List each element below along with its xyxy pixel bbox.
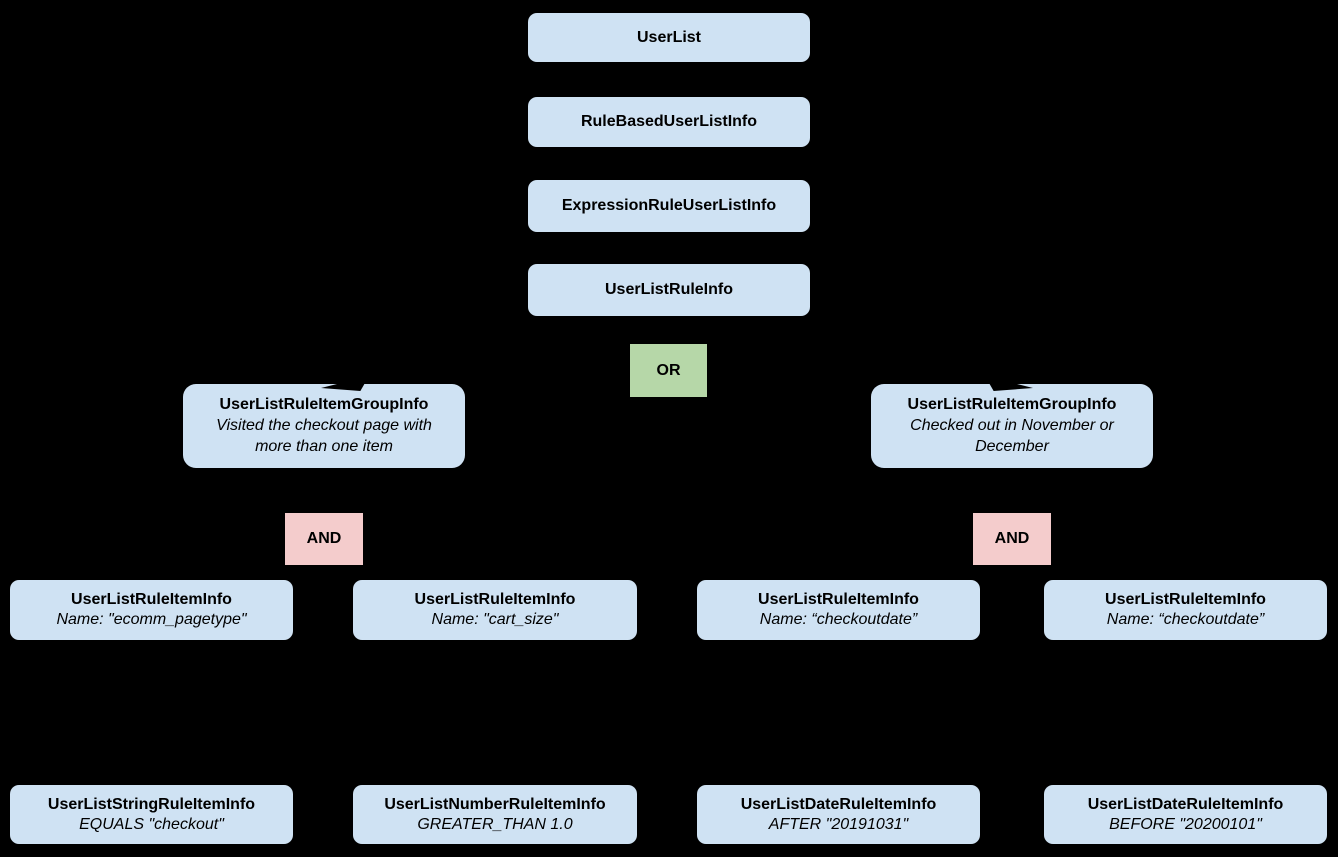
node-subtitle: Name: “checkoutdate” [1106,611,1265,628]
node-title: UserListRuleItemGroupInfo [219,396,429,413]
node-title: UserListDateRuleItemInfo [1087,795,1284,813]
node-title: UserListDateRuleItemInfo [740,795,937,813]
node-rule-item-group-right: UserListRuleItemGroupInfo Checked out in… [871,384,1153,468]
and-operator-badge-left: AND [285,513,363,565]
node-title: UserListRuleItemGroupInfo [907,396,1117,413]
node-number-rule-item: UserListNumberRuleItemInfo GREATER_THAN … [353,785,637,844]
node-title: UserListRuleItemInfo [414,591,576,608]
node-date-rule-item-before: UserListDateRuleItemInfo BEFORE "2020010… [1044,785,1327,844]
node-title: UserListRuleItemInfo [758,591,919,608]
node-rule-item-ecomm-pagetype: UserListRuleItemInfo Name: "ecomm_pagety… [10,580,293,640]
node-description: Checked out in November or December [910,417,1114,455]
node-subtitle: EQUALS "checkout" [79,815,224,833]
node-description: Visited the checkout page with more than… [216,417,432,455]
node-title: UserListNumberRuleItemInfo [384,795,606,813]
node-title: ExpressionRuleUserListInfo [561,197,777,214]
node-userlist: UserList [528,13,810,62]
node-rule-based-user-list-info: RuleBasedUserListInfo [528,97,810,147]
node-date-rule-item-after: UserListDateRuleItemInfo AFTER "20191031… [697,785,980,844]
node-subtitle: Name: "cart_size" [431,611,559,628]
node-subtitle: AFTER "20191031" [768,815,909,833]
node-user-list-rule-info: UserListRuleInfo [528,264,810,316]
node-title: RuleBasedUserListInfo [580,113,758,130]
node-subtitle: Name: "ecomm_pagetype" [56,611,247,628]
node-rule-item-checkoutdate-2: UserListRuleItemInfo Name: “checkoutdate… [1044,580,1327,640]
node-rule-item-checkoutdate-1: UserListRuleItemInfo Name: “checkoutdate… [697,580,980,640]
node-subtitle: GREATER_THAN 1.0 [417,815,573,833]
node-rule-item-cart-size: UserListRuleItemInfo Name: "cart_size" [353,580,637,640]
and-operator-badge-right: AND [973,513,1051,565]
node-title: UserListRuleItemInfo [1105,591,1266,608]
node-subtitle: Name: “checkoutdate” [759,611,918,628]
and-operator-label: AND [994,530,1030,547]
node-subtitle: BEFORE "20200101" [1109,815,1262,833]
or-operator-label: OR [656,361,681,379]
node-string-rule-item: UserListStringRuleItemInfo EQUALS "check… [10,785,293,844]
node-title: UserListRuleItemInfo [71,591,232,608]
node-title: UserListStringRuleItemInfo [47,795,256,813]
node-title: UserList [636,28,702,46]
and-operator-label: AND [306,530,342,547]
node-title: UserListRuleInfo [604,281,733,298]
node-rule-item-group-left: UserListRuleItemGroupInfo Visited the ch… [183,384,465,468]
node-expression-rule-user-list-info: ExpressionRuleUserListInfo [528,180,810,232]
or-operator-badge: OR [630,344,707,397]
